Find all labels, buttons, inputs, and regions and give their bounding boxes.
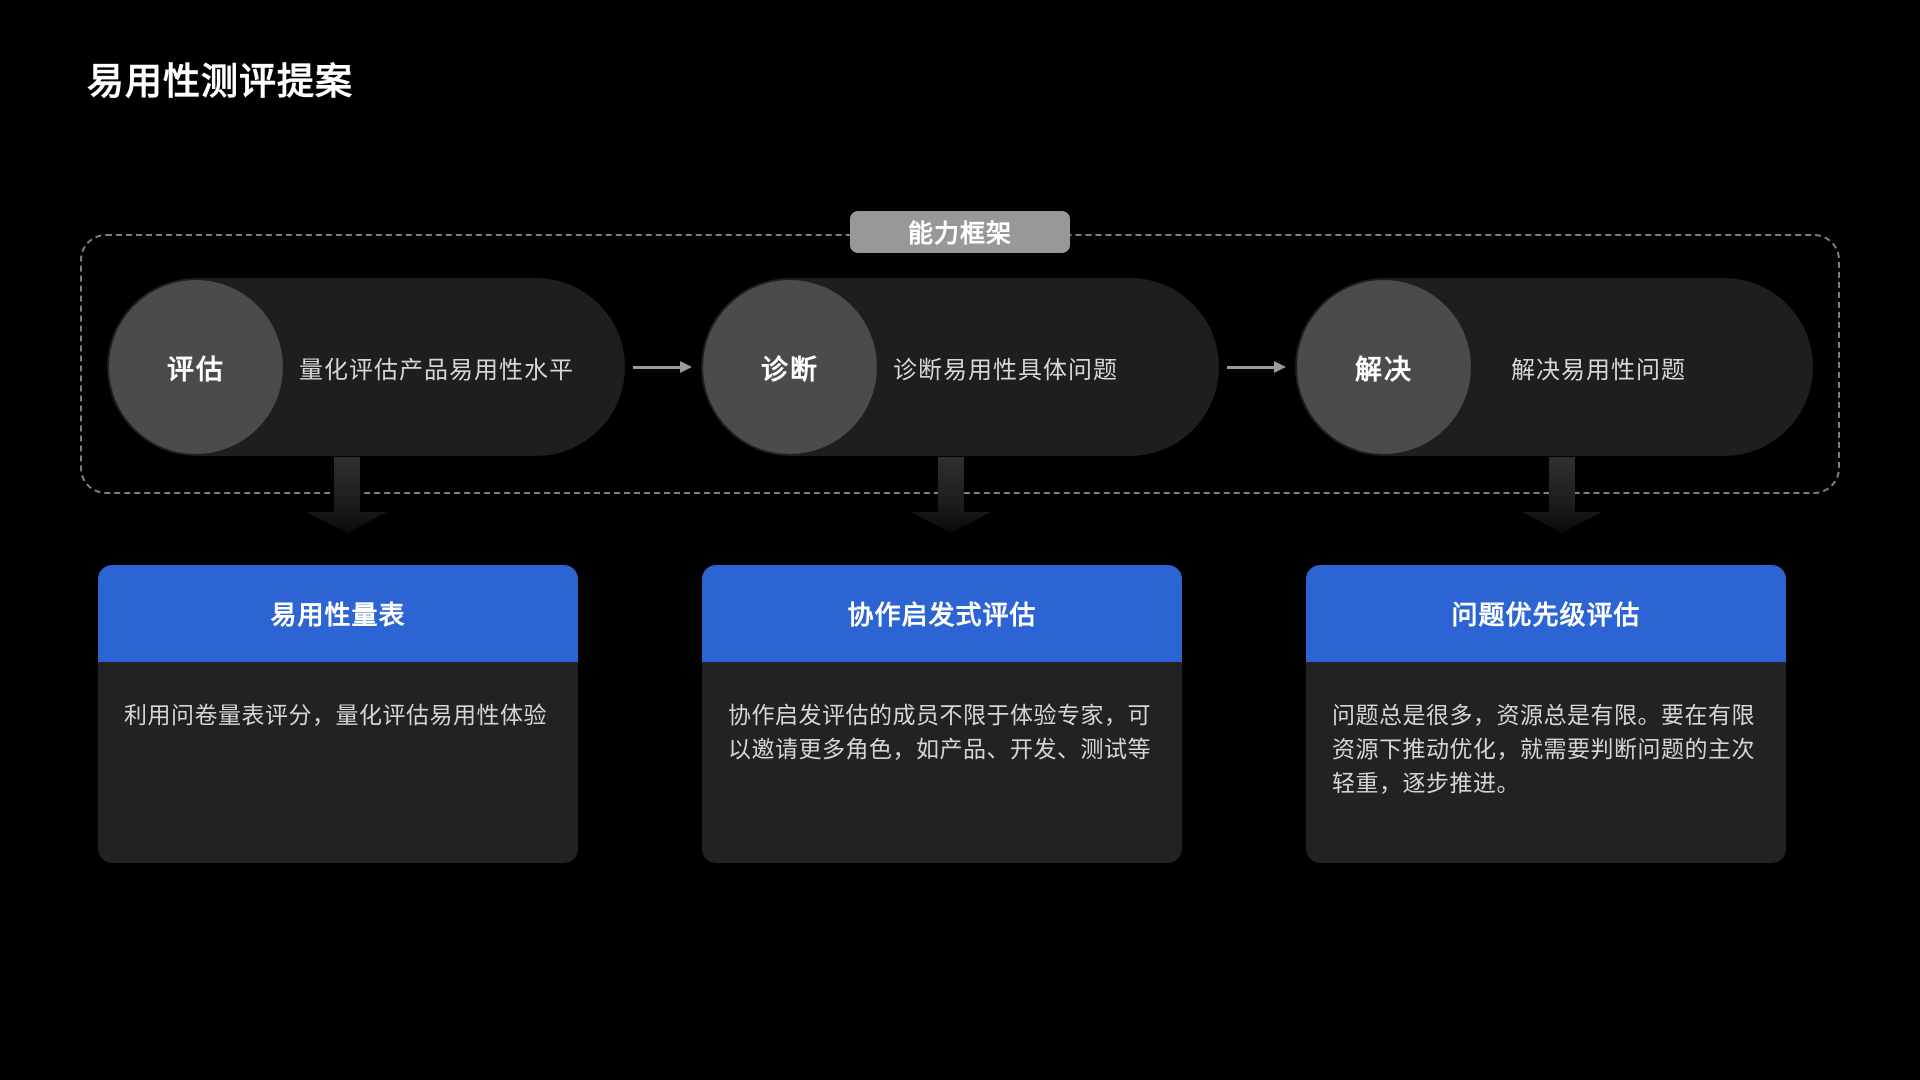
right-arrow-icon [633,355,693,379]
step-description: 解决易用性问题 [1511,356,1686,384]
arrow-shaft [1227,366,1276,369]
step-label: 诊断 [761,354,819,385]
step-description: 量化评估产品易用性水平 [299,356,574,384]
card-description: 协作启发评估的成员不限于体验专家，可以邀请更多角色，如产品、开发、测试等 [702,662,1182,863]
right-arrow-icon [1227,355,1287,379]
step-pill-solve: 解决 解决易用性问题 [1295,278,1813,456]
method-card-collaborative-heuristic: 协作启发式评估 协作启发评估的成员不限于体验专家，可以邀请更多角色，如产品、开发… [702,565,1182,863]
method-card-issue-priority: 问题优先级评估 问题总是很多，资源总是有限。要在有限资源下推动优化，就需要判断问… [1306,565,1786,863]
arrow-head [1274,361,1286,373]
step-circle-solve: 解决 [1297,280,1471,454]
step-circle-diagnose: 诊断 [703,280,877,454]
card-description: 利用问卷量表评分，量化评估易用性体验 [98,662,578,863]
card-title: 易用性量表 [98,565,578,662]
card-title: 问题优先级评估 [1306,565,1786,662]
arrow-head [680,361,692,373]
arrow-shaft [633,366,682,369]
step-pill-diagnose: 诊断 诊断易用性具体问题 [701,278,1219,456]
card-description: 问题总是很多，资源总是有限。要在有限资源下推动优化，就需要判断问题的主次轻重，逐… [1306,662,1786,863]
step-pill-evaluate: 评估 量化评估产品易用性水平 [107,278,625,456]
step-description: 诊断易用性具体问题 [893,356,1118,384]
step-label: 解决 [1355,354,1413,385]
method-card-usability-scale: 易用性量表 利用问卷量表评分，量化评估易用性体验 [98,565,578,863]
step-circle-evaluate: 评估 [109,280,283,454]
step-label: 评估 [167,354,225,385]
page-title: 易用性测评提案 [87,61,353,102]
card-title: 协作启发式评估 [702,565,1182,662]
framework-badge: 能力框架 [850,211,1070,253]
